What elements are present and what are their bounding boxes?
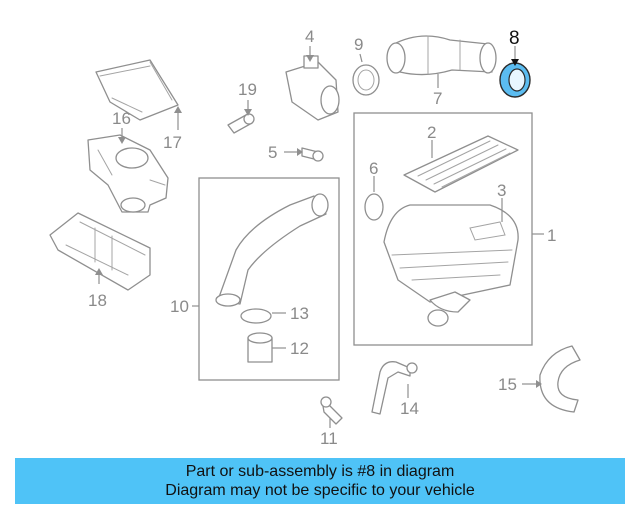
callout-17: 17 [163,133,182,152]
part-4-maf-sensor [285,55,340,121]
part-7-outlet-hose [386,35,497,76]
part-10-intake-duct [215,193,329,307]
callout-8: 8 [509,28,520,49]
callout-11: 11 [320,429,338,448]
callout-4: 4 [305,27,314,46]
callout-16: 16 [112,109,131,128]
part-11-bolt [320,396,343,425]
callout-15: 15 [498,375,517,394]
part-17-resonator-cover [95,59,179,121]
part-15-hose [539,345,581,413]
callout-14: 14 [400,399,419,418]
callout-2: 2 [427,123,436,142]
callout-5: 5 [268,143,277,162]
part-2-filter-element [403,135,519,193]
part-18-air-deflector [49,212,151,291]
callout-labels: 1 2 3 4 5 6 7 8 9 10 11 12 13 14 15 16 1… [88,27,556,448]
part-6-seal [364,193,384,221]
callout-12: 12 [290,339,309,358]
air-cleaner-assembly-box [353,112,533,346]
callout-1: 1 [547,226,556,245]
parts-diagram: 1 2 3 4 5 6 7 8 9 10 11 12 13 14 15 16 1… [49,27,581,448]
callout-10: 10 [170,297,189,316]
callout-3: 3 [497,181,506,200]
part-12-coupler [247,332,273,363]
leader-lines [95,46,544,428]
callout-18: 18 [88,291,107,310]
callout-9: 9 [354,35,363,54]
part-13-clamp [240,308,272,324]
part-8-clamp-highlighted [499,62,531,98]
callout-7: 7 [433,89,442,108]
part-16-resonator [87,134,169,213]
part-1-air-cleaner-housing [383,204,519,327]
part-14-vent-tube [371,361,418,415]
banner-line-part: Part or sub-assembly is #8 in diagram [185,463,455,480]
part-5-bolt [301,147,324,162]
callout-19: 19 [238,80,257,99]
intake-duct-assembly-box [198,177,340,381]
callout-6: 6 [369,159,378,178]
callout-13: 13 [290,304,309,323]
info-banner: Part or sub-assembly is #8 in diagram Di… [15,458,625,504]
part-19-bolt [227,113,255,134]
banner-line-disclaimer: Diagram may not be specific to your vehi… [165,482,475,499]
part-9-clamp [352,64,380,96]
